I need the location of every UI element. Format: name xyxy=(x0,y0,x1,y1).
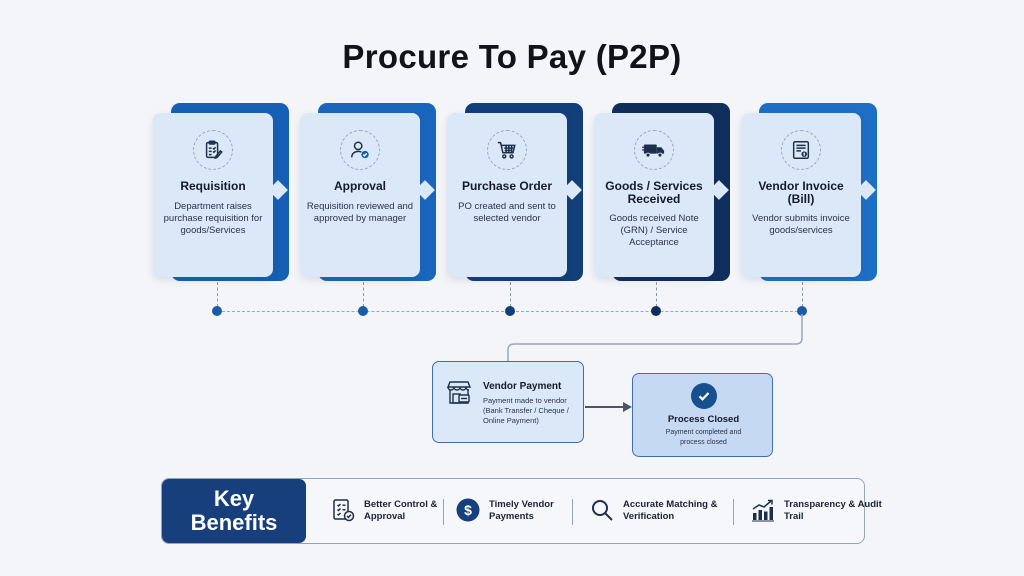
timeline-dot xyxy=(651,306,661,316)
benefit-divider xyxy=(572,499,573,525)
page-title: Procure To Pay (P2P) xyxy=(342,38,682,75)
step-title: Purchase Order xyxy=(461,179,553,193)
cart-icon xyxy=(487,130,527,170)
vendor-payment-box: Vendor Payment Payment made to vendor (B… xyxy=(432,361,584,443)
flow-arrow-head xyxy=(623,402,632,412)
user-check-icon xyxy=(340,130,380,170)
step-requisition: Requisition Department raises purchase r… xyxy=(153,103,289,283)
step-goods-received: Goods / Services Received Goods received… xyxy=(594,103,730,283)
svg-text:$: $ xyxy=(464,502,472,518)
timeline-stem xyxy=(802,282,803,307)
closed-title: Process Closed xyxy=(667,414,740,425)
step-vendor-invoice: Vendor Invoice (Bill) Vendor submits inv… xyxy=(741,103,877,283)
timeline-stem xyxy=(510,282,511,307)
timeline-stem xyxy=(656,282,657,307)
magnifier-icon xyxy=(589,497,615,523)
timeline-stem xyxy=(217,282,218,307)
timeline-dot xyxy=(505,306,515,316)
benefit-divider xyxy=(733,499,734,525)
benefit-label: Timely Vendor Payments xyxy=(489,499,554,522)
payment-description: Payment made to vendor (Bank Transfer / … xyxy=(483,396,569,425)
step-description: PO created and sent to selected vendor xyxy=(458,201,556,224)
bar-chart-icon xyxy=(750,497,776,523)
step-description: Goods received Note (GRN) / Service Acce… xyxy=(609,213,699,248)
closed-description: Payment completed and process closed xyxy=(665,429,742,446)
flow-arrow-line xyxy=(585,406,625,408)
step-approval: Approval Requisition reviewed and approv… xyxy=(300,103,436,283)
process-closed-box: Process Closed Payment completed and pro… xyxy=(632,373,773,457)
benefit-label: Transparency & Audit Trail xyxy=(784,499,882,522)
benefit-divider xyxy=(443,499,444,525)
heading-line: Key xyxy=(213,486,255,511)
step-description: Requisition reviewed and approved by man… xyxy=(306,201,414,224)
clipboard-icon xyxy=(193,130,233,170)
flow-connector xyxy=(507,314,803,361)
heading-line: Benefits xyxy=(190,510,278,535)
payment-title: Vendor Payment xyxy=(483,381,562,392)
truck-icon xyxy=(634,130,674,170)
step-title: Requisition xyxy=(180,179,246,193)
timeline-dot xyxy=(212,306,222,316)
step-purchase-order: Purchase Order PO created and sent to se… xyxy=(447,103,583,283)
step-description: Department raises purchase requisition f… xyxy=(163,201,263,236)
check-circle-icon xyxy=(691,383,717,409)
benefit-label: Accurate Matching & Verification xyxy=(623,499,718,522)
benefit-label: Better Control & Approval xyxy=(364,499,438,522)
step-title: Goods / Services Received xyxy=(605,179,703,206)
timeline-dot xyxy=(797,306,807,316)
dollar-icon: $ xyxy=(455,497,481,523)
invoice-icon xyxy=(781,130,821,170)
step-title: Vendor Invoice (Bill) xyxy=(758,179,844,206)
key-benefits-heading: Key Benefits xyxy=(162,479,306,543)
storefront-icon xyxy=(445,378,473,406)
timeline-stem xyxy=(363,282,364,307)
key-benefits-bar: Key Benefits Better Control & Approval $ xyxy=(161,478,882,544)
timeline-dot xyxy=(358,306,368,316)
step-description: Vendor submits invoice goods/services xyxy=(752,213,850,236)
step-title: Approval xyxy=(333,179,386,193)
checklist-icon xyxy=(330,497,356,523)
